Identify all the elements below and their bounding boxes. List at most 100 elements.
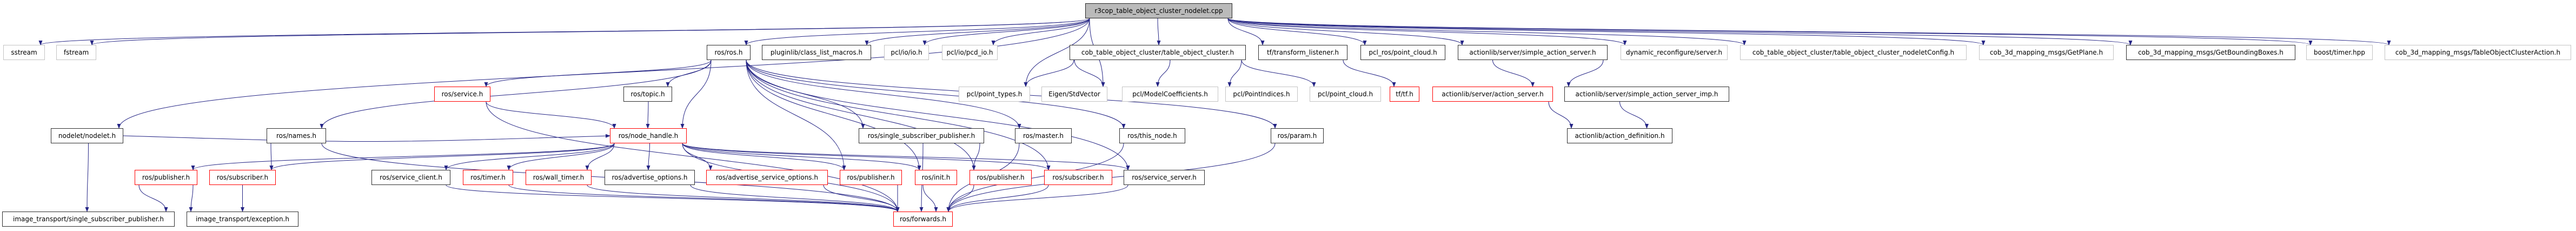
- edge-root-to-tocaction: [1227, 18, 2391, 45]
- edge-ros_h-to-init: [746, 60, 921, 170]
- edge-ros_h-to-sub2: [746, 60, 1051, 170]
- edge-ssp-to-pub3: [972, 143, 980, 170]
- graph-node-thisnode[interactable]: ros/this_node.h: [1119, 128, 1185, 143]
- graph-node-master[interactable]: ros/master.h: [1015, 128, 1072, 143]
- edge-ros_h-to-thisnode: [746, 60, 1126, 129]
- edge-cob_cluster-to-eigenstd: [1074, 60, 1105, 87]
- edge-cob_cluster-to-pindices: [1227, 60, 1242, 87]
- edge-nodehandle-to-svcclient: [444, 143, 615, 170]
- graph-node-init[interactable]: ros/init.h: [915, 170, 957, 185]
- edge-nodehandle-to-pub2: [682, 143, 846, 170]
- edge-sub2-to-forwards: [946, 184, 1049, 212]
- graph-node-walltimer[interactable]: ros/wall_timer.h: [526, 170, 592, 185]
- graph-node-sub2[interactable]: ros/subscriber.h: [1044, 170, 1112, 185]
- graph-node-tocaction[interactable]: cob_3d_mapping_msgs/TableObjectClusterAc…: [2385, 45, 2571, 60]
- edge-root-to-ptypes: [1024, 18, 1090, 87]
- graph-node-names[interactable]: ros/names.h: [267, 128, 326, 143]
- graph-node-ros_h[interactable]: ros/ros.h: [707, 45, 751, 60]
- graph-node-param[interactable]: ros/param.h: [1271, 128, 1324, 143]
- graph-node-timer[interactable]: ros/timer.h: [463, 170, 513, 185]
- edge-service-to-nodehandle: [486, 101, 616, 129]
- edge-root-to-ros_h: [744, 18, 1090, 45]
- graph-node-pluginlib[interactable]: pluginlib/class_list_macros.h: [762, 45, 871, 60]
- graph-node-pcl_pcd[interactable]: pcl/io/pcd_io.h: [942, 45, 998, 60]
- edge-sasimp-to-actiondef: [1619, 101, 1649, 129]
- graph-node-fstream[interactable]: fstream: [56, 45, 96, 60]
- graph-node-tf_listener[interactable]: tf/transform_listener.h: [1258, 45, 1347, 60]
- edge-root-to-cob_cluster: [1157, 18, 1161, 45]
- graph-node-sub1[interactable]: ros/subscriber.h: [209, 170, 276, 185]
- edge-cob_cluster-to-pcl_pc: [1241, 60, 1316, 87]
- graph-node-aserver[interactable]: actionlib/server/action_server.h: [1432, 87, 1553, 102]
- graph-node-pcl_io[interactable]: pcl/io/io.h: [884, 45, 929, 60]
- graph-node-it_ssp[interactable]: image_transport/single_subscriber_publis…: [2, 212, 175, 227]
- graph-node-dynrec[interactable]: dynamic_reconfigure/server.h: [1621, 45, 1728, 60]
- edge-advopts-to-forwards: [690, 184, 900, 212]
- edge-walltimer-to-forwards: [587, 184, 900, 212]
- edge-root-to-nodeletcfg: [1227, 18, 1747, 45]
- edge-advsvcopts-to-forwards: [823, 184, 900, 212]
- graph-node-eigenstd[interactable]: Eigen/StdVector: [1041, 87, 1107, 102]
- edge-nodehandle-to-walltimer: [585, 143, 615, 170]
- graph-node-ssp[interactable]: ros/single_subscriber_publisher.h: [859, 128, 984, 143]
- graph-node-svcserver[interactable]: ros/service_server.h: [1124, 170, 1205, 185]
- edge-nodelet-to-nodehandle: [123, 134, 610, 142]
- graph-node-tftf[interactable]: tf/tf.h: [1390, 87, 1419, 102]
- edge-root-to-pclros_pc: [1227, 18, 1367, 45]
- edge-ros_h-to-service: [484, 60, 712, 87]
- graph-node-advopts[interactable]: ros/advertise_options.h: [605, 170, 695, 185]
- graph-node-boosttimer[interactable]: boost/timer.hpp: [2306, 45, 2373, 60]
- graph-node-sstream[interactable]: sstream: [3, 45, 45, 60]
- edge-root-to-sstream: [39, 18, 1090, 45]
- graph-node-cob_cluster[interactable]: cob_table_object_cluster/table_object_cl…: [1070, 45, 1246, 60]
- graph-node-pcl_pc[interactable]: pcl/point_cloud.h: [1310, 87, 1381, 102]
- graph-node-it_exc[interactable]: image_transport/exception.h: [187, 212, 298, 227]
- graph-node-getbb[interactable]: cob_3d_mapping_msgs/GetBoundingBoxes.h: [2126, 45, 2295, 60]
- edge-ros_h-to-master: [746, 60, 1021, 129]
- edge-ros_h-to-nodehandle: [680, 60, 712, 129]
- graph-node-getplane[interactable]: cob_3d_mapping_msgs/GetPlane.h: [1979, 45, 2114, 60]
- edge-init-to-forwards: [922, 184, 938, 212]
- graph-node-ptypes[interactable]: pcl/point_types.h: [959, 87, 1030, 102]
- edge-ros_h-to-pub3: [746, 60, 976, 170]
- graph-node-actiondef[interactable]: actionlib/action_definition.h: [1567, 128, 1672, 143]
- graph-node-svcclient[interactable]: ros/service_client.h: [371, 170, 450, 185]
- edge-nodehandle-to-svcserver: [682, 143, 1130, 170]
- graph-node-sasimp[interactable]: actionlib/server/simple_action_server_im…: [1564, 87, 1729, 102]
- edge-thisnode-to-forwards: [946, 143, 1124, 212]
- graph-node-pub2[interactable]: ros/publisher.h: [840, 170, 902, 185]
- graph-node-modelcoef[interactable]: pcl/ModelCoefficients.h: [1122, 87, 1218, 102]
- graph-node-service[interactable]: ros/service.h: [434, 87, 490, 102]
- edge-root-to-pluginlib: [865, 18, 1090, 45]
- edge-root-to-getbb: [1227, 18, 2132, 45]
- graph-node-sas[interactable]: actionlib/server/simple_action_server.h: [1458, 45, 1608, 60]
- edge-pub1-to-it_exc: [189, 184, 194, 212]
- graph-node-pub1[interactable]: ros/publisher.h: [135, 170, 197, 185]
- edge-nodehandle-to-advopts: [646, 143, 650, 170]
- edge-tf_listener-to-tftf: [1343, 60, 1396, 87]
- graph-node-pclros_pc[interactable]: pcl_ros/point_cloud.h: [1360, 45, 1445, 60]
- edge-svcserver-to-forwards: [946, 184, 1128, 212]
- edge-ros_h-to-names: [320, 60, 712, 129]
- graph-node-forwards[interactable]: ros/forwards.h: [893, 212, 953, 227]
- graph-node-topic[interactable]: ros/topic.h: [623, 87, 672, 102]
- edge-root-to-pcl_pcd: [991, 18, 1090, 45]
- graph-node-pindices[interactable]: pcl/PointIndices.h: [1225, 87, 1298, 102]
- graph-node-nodeletcfg[interactable]: cob_table_object_cluster/table_object_cl…: [1740, 45, 1967, 60]
- edge-ros_h-to-pub2: [746, 60, 846, 170]
- edge-root-to-sas: [1227, 18, 1464, 45]
- edge-nodehandle-to-timer: [507, 143, 615, 170]
- edge-root-to-nodelet: [117, 18, 1090, 129]
- graph-node-nodehandle[interactable]: ros/node_handle.h: [610, 128, 687, 143]
- edge-timer-to-forwards: [508, 184, 900, 212]
- edge-cob_cluster-to-modelcoef: [1156, 60, 1171, 87]
- graph-node-pub3[interactable]: ros/publisher.h: [970, 170, 1032, 185]
- edge-svcclient-to-forwards: [446, 184, 900, 212]
- graph-root-node[interactable]: r3cop_table_object_cluster_nodelet.cpp: [1085, 3, 1232, 18]
- edge-aserver-to-actiondef: [1548, 101, 1574, 129]
- graph-node-advsvcopts[interactable]: ros/advertise_service_options.h: [706, 170, 828, 185]
- edge-nodehandle-to-sub2: [682, 143, 1051, 170]
- edge-nodehandle-to-sub1: [269, 143, 615, 170]
- graph-node-nodelet[interactable]: nodelet/nodelet.h: [51, 128, 123, 143]
